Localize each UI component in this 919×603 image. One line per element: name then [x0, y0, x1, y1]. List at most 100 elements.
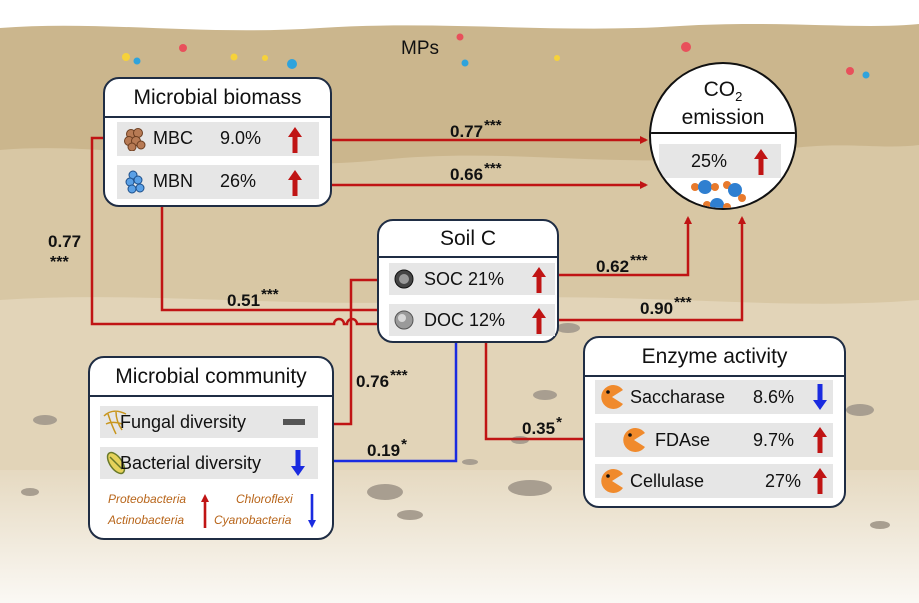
path-doc-bacterial: [308, 330, 458, 465]
coef-soc-fungal: 0.76***: [356, 367, 408, 392]
microplastic-particle: [179, 44, 187, 52]
microplastic-particle: [262, 55, 268, 61]
no-change-icon: [283, 419, 305, 425]
enzyme-icon: [623, 428, 645, 452]
up-arrow-icon: [288, 127, 302, 153]
doc-name: DOC: [424, 310, 464, 330]
soc-name: SOC: [424, 269, 464, 289]
coef-value: 0.51: [227, 291, 261, 310]
bacterial-diversity-row: Bacterial diversity: [100, 447, 318, 479]
mbc-label: MBC: [153, 128, 193, 148]
up-arrow-icon: [754, 149, 768, 175]
coef-doc-mbc-significance: ***: [50, 254, 69, 271]
microplastic-particle: [681, 42, 691, 52]
pebble: [367, 484, 403, 500]
enzyme-activity-box: Enzyme activity Saccharase 8.6% FDAse 9.…: [583, 336, 846, 508]
microbial-community-box: Microbial community Fungal diversity Bac…: [88, 356, 334, 540]
co2-divider: [651, 132, 795, 134]
soc-row: SOC 21%: [389, 263, 555, 295]
microbial-biomass-box: Microbial biomass MBC 9.0% MBN 26%: [103, 77, 332, 207]
enzyme-icon: [601, 385, 623, 409]
up-arrow-icon: [532, 267, 546, 293]
pebble: [846, 404, 874, 416]
taxon-cyanobacteria: Cyanobacteria: [214, 513, 292, 527]
pebble: [21, 488, 39, 496]
microplastic-particle: [287, 59, 297, 69]
coef-value: 0.66: [450, 165, 484, 184]
coef-doc-co2: 0.90***: [640, 294, 692, 319]
co2-title: CO2: [651, 78, 795, 109]
doc-label: DOC 12%: [424, 310, 505, 331]
mbc-row: MBC 9.0%: [117, 122, 319, 156]
fdase-value: 9.7%: [753, 430, 795, 450]
microplastic-particle: [461, 59, 469, 67]
coef-soc-mbn: 0.51***: [227, 286, 279, 311]
enzyme-activity-title: Enzyme activity: [585, 338, 844, 377]
coef-value: 0.90: [640, 299, 674, 318]
up-arrow-icon: [813, 468, 827, 494]
fdase-row: FDAse 9.7%: [595, 423, 833, 457]
pebble: [397, 510, 423, 520]
coef-significance: ***: [261, 286, 279, 303]
saccharase-label: Saccharase: [630, 387, 726, 407]
coef-value: 0.76: [356, 372, 390, 391]
coef-value: 0.77: [450, 122, 484, 141]
saccharase-row: Saccharase 8.6%: [595, 380, 833, 414]
coef-doc-bacterial: 0.19*: [367, 436, 407, 461]
microplastic-particle: [846, 67, 854, 75]
fungal-diversity-label: Fungal diversity: [120, 412, 247, 432]
enzyme-icon: [601, 469, 623, 493]
cellulase-value: 27%: [765, 471, 802, 491]
pebble: [533, 390, 557, 400]
doc-value: 12%: [469, 310, 506, 330]
path-doc-fdase: [484, 330, 611, 443]
pebble: [556, 323, 580, 333]
taxon-actinobacteria: Actinobacteria: [108, 513, 185, 527]
path-soc-mbn: [158, 193, 388, 312]
soc-icon: [394, 269, 414, 289]
co2-title-subscript: 2: [735, 89, 743, 105]
mbc-value: 9.0%: [220, 128, 262, 148]
soil-c-box: Soil C SOC 21% DOC 12%: [377, 219, 559, 343]
co2-emission-node: CO2 emission 25%: [649, 62, 797, 210]
co2-title-line2: emission: [681, 106, 765, 129]
saccharase-value: 8.6%: [753, 387, 795, 407]
coef-doc-mbc-value: 0.77: [48, 232, 82, 251]
microbial-biomass-title: Microbial biomass: [105, 79, 330, 118]
path-doc-co2: [552, 216, 746, 322]
pebble: [870, 521, 890, 529]
up-arrow-icon: [532, 308, 546, 334]
microplastics-label: MPs: [401, 38, 439, 59]
cellulase-label: Cellulase: [630, 471, 705, 491]
mbn-label: MBN: [153, 171, 193, 191]
microplastic-particle: [230, 53, 238, 61]
up-arrow-icon: [201, 494, 209, 528]
microbial-community-title: Microbial community: [90, 358, 332, 397]
coef-mbc-co2: 0.77***: [450, 117, 502, 142]
fdase-label: FDAse: [655, 430, 711, 450]
fungal-diversity-row: Fungal diversity: [100, 406, 318, 438]
coef-soc-co2: 0.62***: [596, 252, 648, 277]
doc-icon: [394, 310, 414, 330]
co2-value: 25%: [691, 151, 728, 171]
coef-significance: ***: [390, 367, 408, 384]
bacteria-icon: [106, 451, 126, 475]
co2-molecules-icon: [691, 180, 746, 208]
coef-significance: ***: [630, 252, 648, 269]
up-arrow-icon: [288, 170, 302, 196]
microplastic-particle: [554, 55, 560, 61]
coef-significance: ***: [674, 294, 692, 311]
microplastic-particle: [862, 71, 870, 79]
coef-significance: *: [401, 436, 407, 453]
path-doc-mbc: [90, 134, 388, 326]
coef-value: 0.62: [596, 257, 630, 276]
down-arrow-icon: [291, 450, 305, 476]
coef-value: 0.35: [522, 419, 556, 438]
coef-significance: ***: [484, 117, 502, 134]
cellulase-row: Cellulase 27%: [595, 464, 833, 498]
fungi-icon: [103, 410, 127, 435]
pebble: [462, 459, 478, 465]
co2-value-row: 25%: [659, 144, 781, 178]
